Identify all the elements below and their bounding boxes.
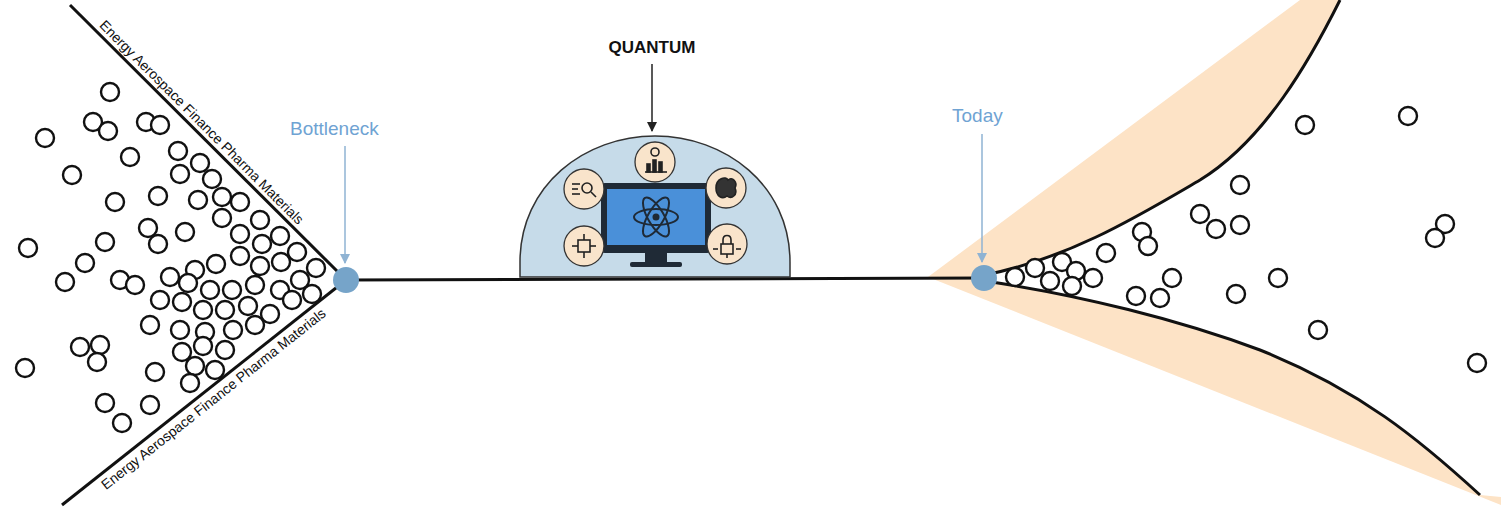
outlook-interior	[985, 0, 1501, 497]
solution-circles	[1006, 107, 1486, 372]
growth-curve	[985, 0, 1340, 275]
bottleneck-dot	[333, 267, 359, 293]
today-dot	[971, 265, 997, 291]
computer-icon	[601, 183, 711, 267]
technology-label: QUANTUM	[609, 38, 696, 58]
quantum-dome	[520, 136, 790, 277]
topic-icon	[564, 142, 747, 266]
funnel-line	[62, 280, 346, 505]
outlook-band	[928, 0, 1501, 505]
milestone-label: Bottleneck	[290, 118, 379, 141]
growth-curve	[985, 281, 1480, 495]
milestone-label: Today	[952, 105, 1003, 128]
pointer-arrow	[981, 134, 983, 262]
pointer-arrow	[651, 64, 653, 131]
pointer-arrow	[344, 146, 346, 263]
pipeline-line	[346, 278, 984, 280]
funnel-line	[70, 5, 346, 280]
icon-glyph	[572, 148, 741, 258]
problem-circles	[16, 83, 325, 432]
